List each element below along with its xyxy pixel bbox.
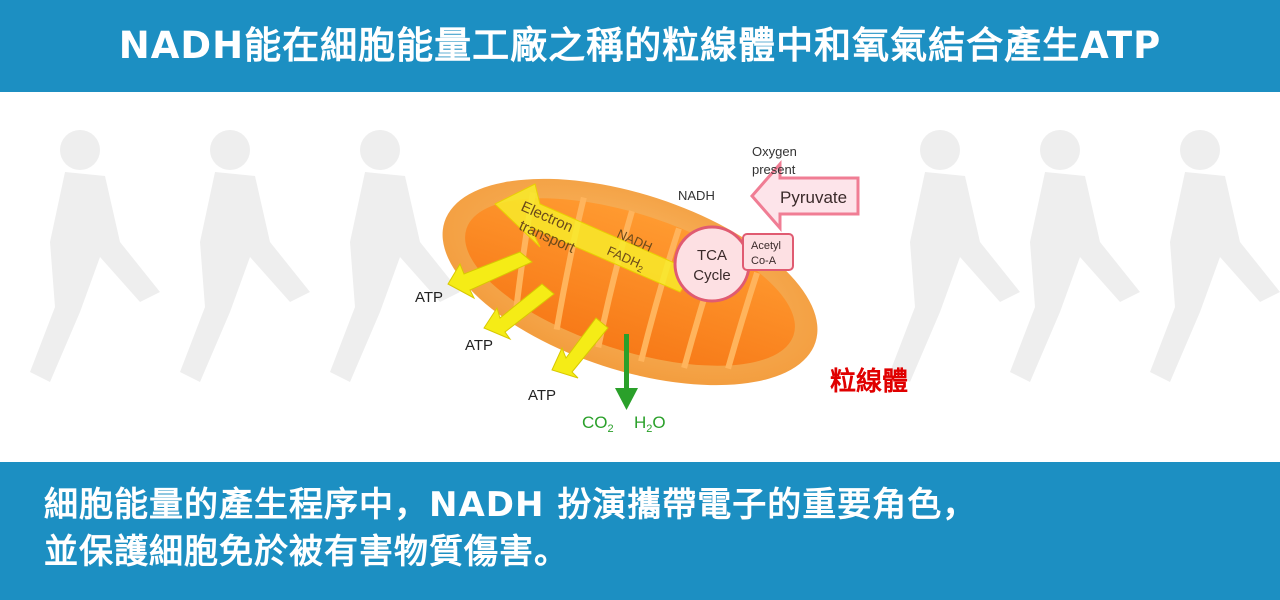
atp-arrow-3 [551, 317, 609, 379]
caption-line-2: 並保護細胞免於被有害物質傷害。 [44, 532, 569, 572]
runner-silhouette-6 [1150, 130, 1280, 382]
acetyl-label-2: Co-A [751, 255, 777, 267]
atp-label-2: ATP [465, 337, 493, 354]
mitochondria-diagram: Electron transport NADH FADH2 TCA Cycle … [30, 130, 1280, 435]
header-bar: NADH能在細胞能量工廠之稱的粒線體中和氧氣結合產生ATP [0, 0, 1280, 92]
nadh-top-label: NADH [678, 188, 715, 203]
page-title: NADH能在細胞能量工廠之稱的粒線體中和氧氣結合產生ATP [118, 24, 1162, 67]
atp-arrows [447, 251, 609, 379]
tca-cycle-circle [673, 225, 751, 303]
pyruvate-label: Pyruvate [780, 188, 847, 207]
pyruvate-arrow [750, 160, 860, 232]
runner-silhouette-4 [890, 130, 1020, 382]
runner-silhouette-3 [330, 130, 460, 382]
h2o-label: H2O [634, 413, 666, 435]
acetyl-label-1: Acetyl [751, 240, 781, 252]
mitochondria-label: 粒線體 [830, 366, 908, 397]
co2-h2o-arrow [615, 334, 638, 410]
tca-label-1: TCA [697, 247, 727, 264]
runner-silhouette-1 [30, 130, 160, 382]
oxygen-label-2: present [752, 162, 796, 177]
atp-arrow-1 [447, 251, 533, 300]
background-runners [30, 130, 1280, 382]
footer-caption: 細胞能量的產生程序中，NADH 扮演攜帶電子的重要角色， 並保護細胞免於被有害物… [44, 482, 1244, 576]
acetyl-coa-box [742, 233, 794, 271]
footer-bar: 細胞能量的產生程序中，NADH 扮演攜帶電子的重要角色， 並保護細胞免於被有害物… [0, 462, 1280, 600]
caption-line-1: 細胞能量的產生程序中，NADH 扮演攜帶電子的重要角色， [44, 485, 978, 525]
oxygen-label-1: Oxygen [752, 144, 797, 159]
co2-label: CO2 [582, 413, 614, 435]
runner-silhouette-2 [180, 130, 310, 382]
atp-arrow-2 [483, 283, 555, 341]
atp-label-1: ATP [415, 289, 443, 306]
atp-label-3: ATP [528, 387, 556, 404]
runner-silhouette-5 [1010, 130, 1140, 382]
mitochondrion-inner-membrane [465, 198, 795, 366]
tca-label-2: Cycle [693, 267, 731, 284]
